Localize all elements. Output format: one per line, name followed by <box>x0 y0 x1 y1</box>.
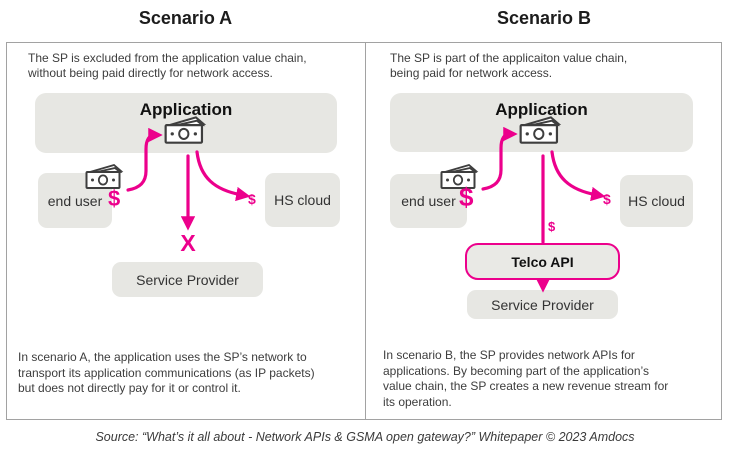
hs-cloud-label-a: HS cloud <box>274 192 331 208</box>
scenario-a-footnote: In scenario A, the application uses the … <box>18 350 366 397</box>
dollar-sign-enduser-a: $ <box>108 186 121 211</box>
scenario-b-description-line2: being paid for network access. <box>390 66 553 80</box>
dollar-sign-enduser-b: $ <box>459 182 474 212</box>
service-provider-label-b: Service Provider <box>491 296 594 313</box>
money-icon <box>440 162 480 195</box>
scenario-b-description: The SP is part of the applicaiton value … <box>390 51 627 81</box>
panel-divider <box>365 42 366 420</box>
scenario-b-description-line1: The SP is part of the applicaiton value … <box>390 51 628 65</box>
scenario-b-footnote-line3: value chain, the SP creates a new revenu… <box>383 379 669 393</box>
scenario-b-footnote-line2: applications. By becoming part of the ap… <box>383 363 649 378</box>
scenario-b-footnote-line1: In scenario B, the SP provides network A… <box>383 348 635 362</box>
money-icon <box>164 114 208 150</box>
service-provider-box-a: Service Provider <box>112 262 263 297</box>
dollar-sign-telcoapi-b: $ <box>548 219 556 234</box>
scenario-a-description: The SP is excluded from the application … <box>28 51 307 81</box>
hs-cloud-label-b: HS cloud <box>628 193 685 209</box>
blocked-x-mark: X <box>180 230 196 256</box>
telco-api-box: Telco API <box>465 243 620 280</box>
application-label-a: Application <box>139 100 233 119</box>
scenario-a-footnote-line1: In scenario A, the application uses the … <box>18 350 307 364</box>
end-user-label-a: end user <box>47 192 103 209</box>
telco-api-label: Telco API <box>511 253 574 270</box>
hs-cloud-box-a: HS cloud <box>265 173 340 227</box>
scenario-a-footnote-line3: but does not directly pay for it or cont… <box>18 381 241 395</box>
money-icon <box>85 162 125 195</box>
dollar-sign-hscloud-a: $ <box>248 191 256 207</box>
scenario-a-footnote-line2: transport its application communications… <box>18 365 315 380</box>
application-label-b: Application <box>495 100 588 119</box>
scenario-a-description-line1: The SP is excluded from the application … <box>28 51 307 65</box>
scenario-b-title: Scenario B <box>496 8 592 28</box>
scenario-b-footnote-line4: its operation. <box>383 394 452 409</box>
scenario-a-description-line2: without being paid directly for network … <box>28 66 273 80</box>
scenario-a-title: Scenario A <box>138 8 233 28</box>
money-icon <box>519 114 563 150</box>
dollar-sign-hscloud-b: $ <box>603 191 611 207</box>
end-user-label-b: end user <box>401 193 456 209</box>
end-user-box-b: end user <box>390 174 467 228</box>
service-provider-label-a: Service Provider <box>136 271 239 288</box>
service-provider-box-b: Service Provider <box>467 290 618 319</box>
end-user-box-a: end user <box>38 173 112 228</box>
hs-cloud-box-b: HS cloud <box>620 175 693 227</box>
scenario-b-footnote: In scenario B, the SP provides network A… <box>383 348 725 410</box>
source-citation: Source: “What’s it all about - Network A… <box>95 430 635 444</box>
